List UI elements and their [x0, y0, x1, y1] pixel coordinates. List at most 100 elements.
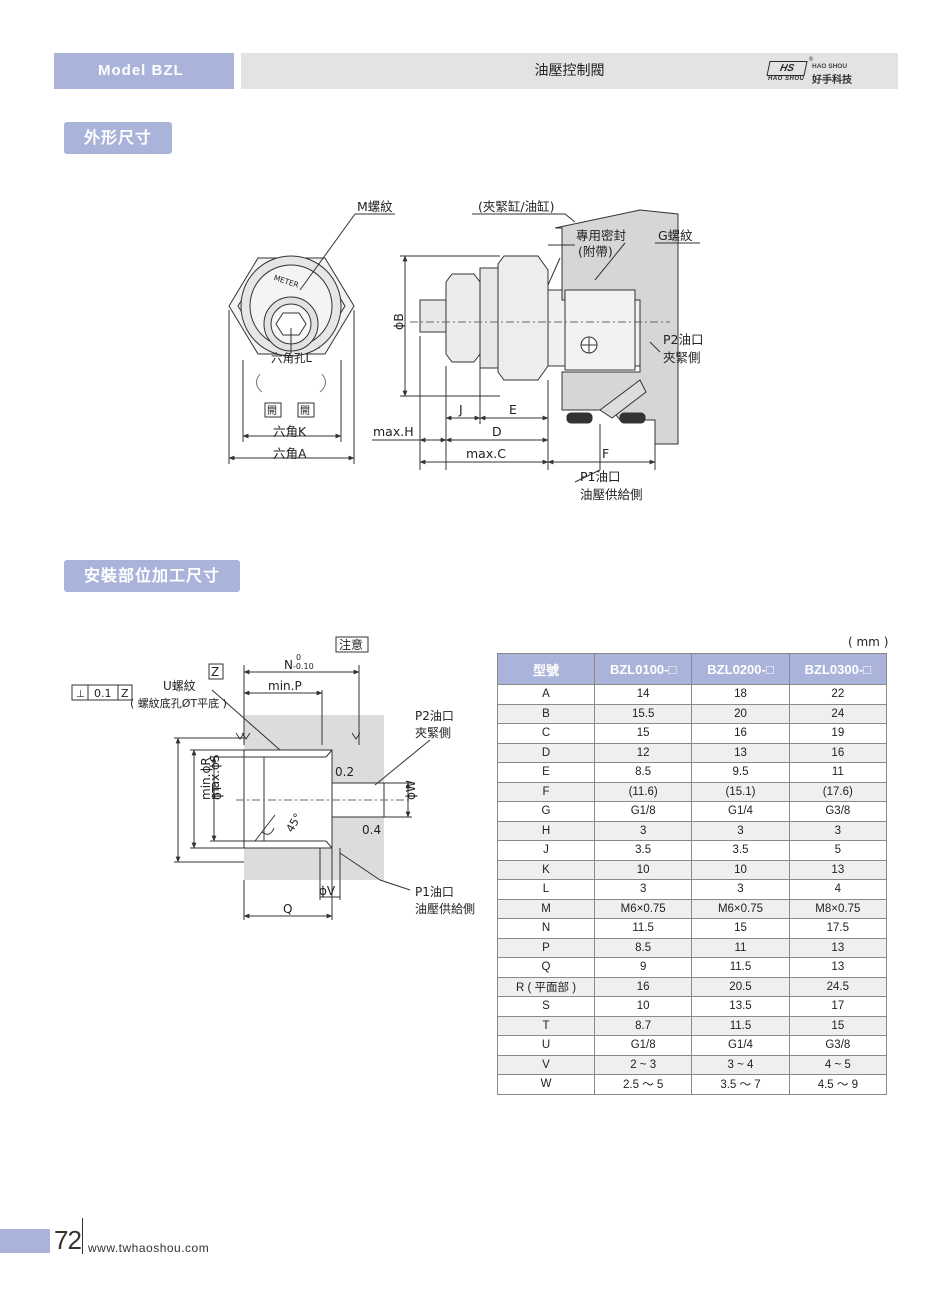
u-thread-label: U螺紋 [163, 679, 196, 693]
row-label: W [497, 1074, 595, 1095]
f-label: F [602, 446, 609, 461]
row-label: K [497, 859, 595, 880]
min-r-label: min.ϕR [199, 757, 213, 800]
cell: 13 [788, 957, 888, 978]
row-label: R ( 平面部 ) [497, 976, 595, 997]
section-mounting: 安裝部位加工尺寸 [64, 560, 241, 592]
p2-port-label: P2油口 [663, 332, 704, 347]
seal-sub-label: (附帶) [578, 244, 613, 259]
cell: 11 [691, 937, 790, 958]
cell: 13 [788, 937, 888, 958]
row-label: C [497, 723, 595, 744]
header-bzl0300: BZL0300-□ [788, 653, 888, 685]
max-c-label: max.C [466, 446, 506, 461]
cell: 19 [788, 723, 888, 744]
cell: 22 [788, 684, 888, 705]
clamp-cylinder-label: (夾緊缸/油缸) [478, 199, 554, 214]
header-bzl0200: BZL0200-□ [691, 653, 790, 685]
q-label: Q [283, 902, 292, 916]
cell: 3 ~ 4 [691, 1054, 790, 1075]
row-label: L [497, 879, 595, 900]
cell: 9 [593, 957, 693, 978]
cell: G1/8 [593, 801, 693, 822]
cell: 3 [691, 820, 790, 841]
header-bar: 油壓控制閥 HS HAO SHOU ® HAO SHOU 好手科技 [241, 53, 898, 89]
header-model: 型號 [497, 653, 595, 685]
d-label: D [492, 424, 502, 439]
max-h-label: max.H [373, 424, 414, 439]
row-label: M [497, 898, 595, 919]
logo-sub-text: HAO SHOU [768, 76, 805, 82]
cell: 8.7 [593, 1015, 693, 1036]
open-label-left: 開 [267, 405, 277, 417]
cell: 16 [691, 723, 790, 744]
phi-w-label: ϕW [404, 780, 418, 800]
row-label: P [497, 937, 595, 958]
row-label: N [497, 918, 595, 939]
cell: (11.6) [593, 781, 693, 802]
cell: 11 [788, 762, 888, 783]
registered-mark: ® [808, 56, 814, 63]
unit-label: ( mm ) [848, 635, 889, 649]
cell: 3 [593, 879, 693, 900]
gap-04-label: 0.4 [362, 823, 381, 837]
phi-t-label: ϕT [210, 784, 224, 800]
p1-port-label: P1油口 [580, 469, 621, 484]
row-label: D [497, 742, 595, 763]
cell: 3.5 ～ 7 [691, 1074, 790, 1095]
datum-label: Z [121, 687, 129, 700]
cell: 15 [788, 1015, 888, 1036]
cell: 2 ~ 3 [593, 1054, 693, 1075]
p2-clamp-side-label: 夾緊側 [663, 350, 701, 365]
tolerance-value: 0.1 [94, 687, 112, 700]
cell: 24.5 [788, 976, 888, 997]
cell: 9.5 [691, 762, 790, 783]
e-label: E [509, 402, 517, 417]
cell: 13 [691, 742, 790, 763]
footer-divider [82, 1218, 83, 1254]
footer-url: www.twhaoshou.com [88, 1241, 210, 1255]
p1-supply-label-2: 油壓供給側 [415, 902, 475, 916]
cell: G1/4 [691, 801, 790, 822]
cell: G3/8 [788, 1035, 888, 1056]
cell: 10 [691, 859, 790, 880]
max-s-label: max.ϕS [208, 755, 222, 801]
cell: 4 ~ 5 [788, 1054, 888, 1075]
cell: G1/8 [593, 1035, 693, 1056]
cell: 13 [788, 859, 888, 880]
seal-label: 專用密封 [576, 228, 626, 243]
header-bzl0100: BZL0100-□ [593, 653, 693, 685]
mounting-drawing: 注意 Z N 0 -0.10 ⊥ 0.1 Z U螺紋 ( 螺紋底孔ØT平底 ) … [71, 636, 475, 920]
cell: 11.5 [691, 1015, 790, 1036]
open-label-right: 開 [300, 405, 310, 417]
cell: G1/4 [691, 1035, 790, 1056]
perpendicular-symbol: ⊥ [76, 689, 85, 700]
cell: 15 [691, 918, 790, 939]
cell: 17.5 [788, 918, 888, 939]
logo-english: HAO SHOU [812, 63, 848, 70]
p2-clamp-side-label-2: 夾緊側 [415, 726, 451, 740]
row-label: U [497, 1035, 595, 1056]
g-thread-label: G螺紋 [658, 228, 693, 243]
cell: 8.5 [593, 762, 693, 783]
cell: 18 [691, 684, 790, 705]
p1-port-label-2: P1油口 [415, 885, 454, 899]
table-row: F(11.6)(15.1)(17.6) [497, 781, 888, 802]
cell: 3.5 [691, 840, 790, 861]
cell: (17.6) [788, 781, 888, 802]
u-thread-note: ( 螺紋底孔ØT平底 ) [130, 696, 227, 710]
